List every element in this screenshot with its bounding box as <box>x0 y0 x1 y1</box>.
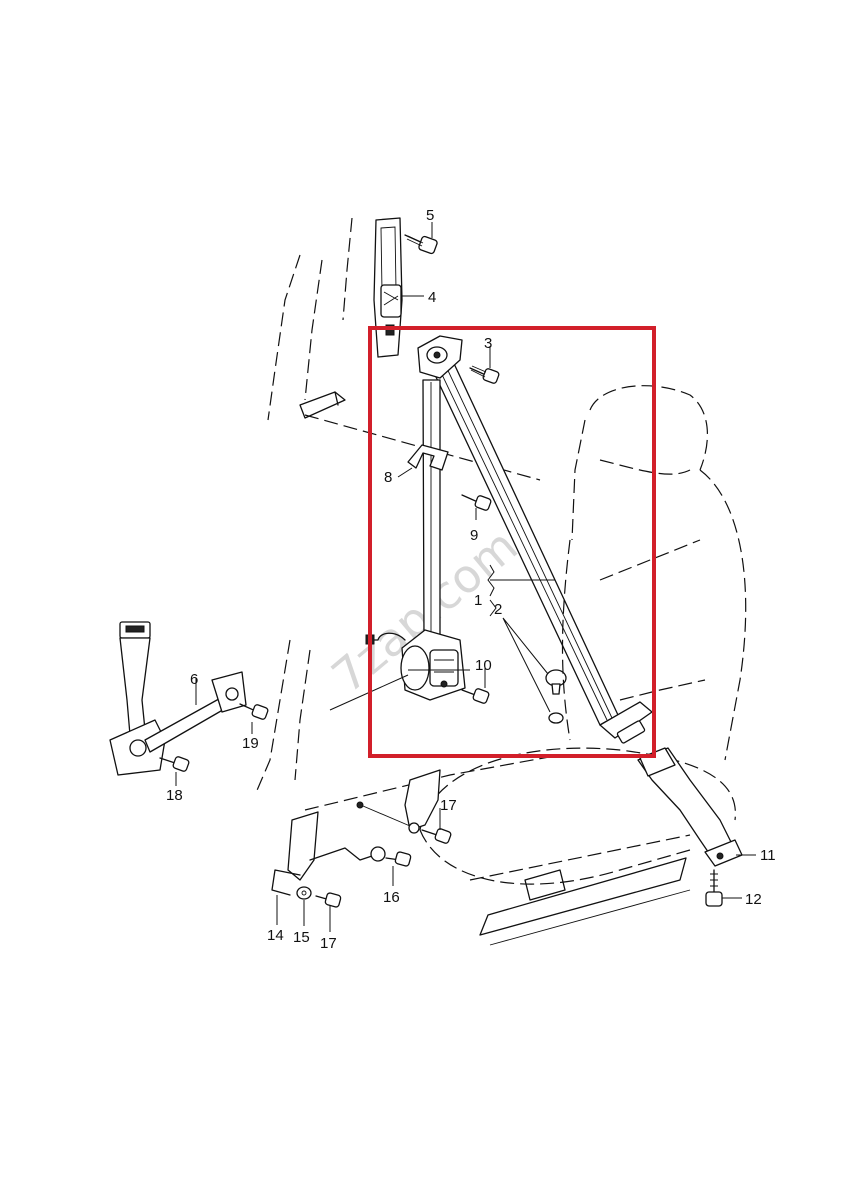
bolt-18 <box>159 756 190 772</box>
callout-16: 16 <box>383 889 400 906</box>
callout-15: 15 <box>293 929 310 946</box>
callout-6: 6 <box>190 671 198 688</box>
anchor-bracket-upper <box>356 769 441 834</box>
bolt-5 <box>404 234 438 255</box>
guide-loop <box>407 444 449 471</box>
washer-15 <box>296 886 312 900</box>
anchor-cable <box>271 811 386 896</box>
highlight-frame <box>368 326 656 758</box>
bolt-10 <box>461 688 490 704</box>
deflection-fitting <box>417 335 463 379</box>
callout-14: 14 <box>267 927 284 944</box>
callout-18: 18 <box>166 787 183 804</box>
buckle-end <box>637 747 743 867</box>
seat-buckle <box>109 621 166 776</box>
callout-labels: 1 2 3 4 5 6 8 9 10 11 12 14 15 16 17 17 … <box>166 207 776 952</box>
callout-12: 12 <box>745 891 762 908</box>
seat-outline <box>419 385 747 946</box>
height-adjuster <box>373 217 403 358</box>
buckle-bar <box>144 671 247 753</box>
bolt-9 <box>461 494 492 511</box>
bolt-16 <box>385 851 412 867</box>
cap <box>545 669 567 724</box>
bolt-3 <box>469 365 500 384</box>
callout-8: 8 <box>384 469 392 486</box>
bolt-17-lower <box>315 892 342 908</box>
belt-retractor <box>365 629 466 701</box>
callout-4: 4 <box>428 289 436 306</box>
callout-17-lower: 17 <box>320 935 337 952</box>
callout-9: 9 <box>470 527 478 544</box>
callout-2: 2 <box>494 601 502 618</box>
bolt-12 <box>705 869 723 907</box>
callout-1: 1 <box>474 592 482 609</box>
callout-10: 10 <box>475 657 492 674</box>
callout-19: 19 <box>242 735 259 752</box>
callout-3: 3 <box>484 335 492 352</box>
callout-11: 11 <box>760 847 776 864</box>
bolt-19 <box>239 703 269 720</box>
bolt-17-upper <box>421 828 452 844</box>
leader-lines <box>175 222 756 932</box>
callout-17-upper: 17 <box>440 797 457 814</box>
belt-tongue <box>599 701 653 744</box>
callout-5: 5 <box>426 207 434 224</box>
